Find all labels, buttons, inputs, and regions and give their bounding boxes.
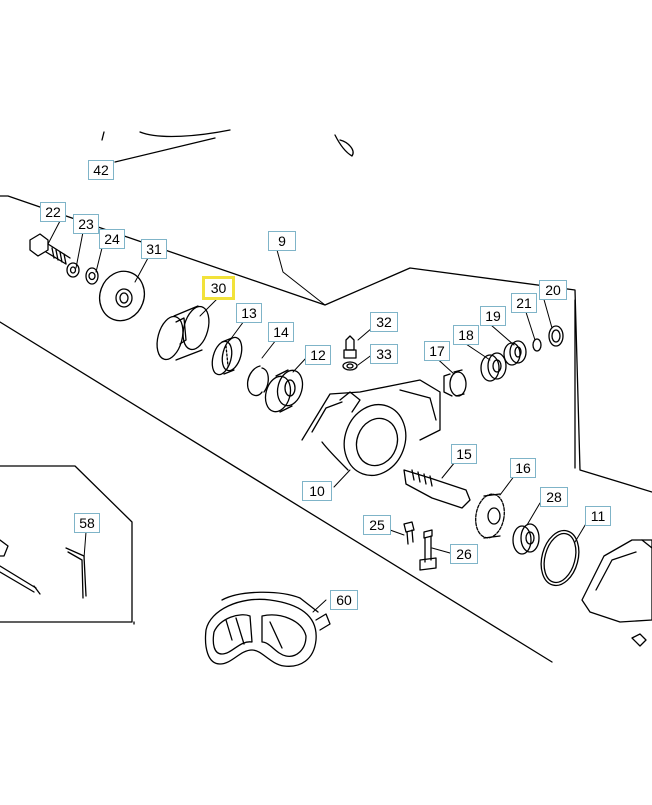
part-12-bearing — [264, 369, 304, 413]
callout-60[interactable]: 60 — [330, 590, 358, 610]
assembly-frame — [0, 195, 652, 663]
part-11-o-ring — [540, 529, 580, 587]
callout-33[interactable]: 33 — [370, 344, 398, 364]
part-32-grease-fitting — [343, 335, 357, 359]
leader-lines — [47, 220, 588, 613]
callout-10[interactable]: 10 — [302, 481, 332, 501]
callout-19[interactable]: 19 — [480, 306, 506, 326]
part-17-pinion-gear — [443, 369, 467, 397]
part-28-bearing — [512, 523, 540, 555]
part-22-bolt — [29, 233, 71, 265]
callout-13[interactable]: 13 — [236, 303, 262, 323]
top-fragment — [101, 129, 354, 163]
part-23-washer — [66, 262, 80, 278]
part-14-snap-ring — [246, 365, 269, 397]
callout-42[interactable]: 42 — [88, 160, 114, 180]
part-33-washer — [342, 361, 358, 371]
callout-31[interactable]: 31 — [141, 239, 167, 259]
callout-11[interactable]: 11 — [585, 506, 611, 526]
callout-22[interactable]: 22 — [40, 202, 66, 222]
callout-32[interactable]: 32 — [370, 312, 398, 332]
part-15-shaft — [403, 469, 471, 509]
part-60-goggles — [204, 591, 331, 667]
part-13-bearing — [211, 336, 243, 376]
callout-16[interactable]: 16 — [510, 458, 536, 478]
part-19-bearing — [503, 340, 527, 366]
part-25-bolt — [403, 521, 415, 545]
part-24-washer — [85, 267, 99, 285]
callout-14[interactable]: 14 — [268, 322, 294, 342]
callout-26[interactable]: 26 — [450, 544, 478, 564]
part-26-bolt — [419, 529, 437, 571]
callout-25[interactable]: 25 — [363, 515, 391, 535]
gear-cover — [581, 539, 652, 647]
part-16-gear — [475, 493, 505, 539]
callout-58[interactable]: 58 — [74, 513, 100, 533]
callout-23[interactable]: 23 — [73, 214, 99, 234]
callout-9[interactable]: 9 — [268, 231, 296, 251]
callout-15[interactable]: 15 — [451, 444, 477, 464]
part-21-washer — [532, 338, 542, 352]
callout-28[interactable]: 28 — [540, 487, 568, 507]
part-58-hex-key — [65, 547, 87, 599]
callout-20[interactable]: 20 — [539, 280, 567, 300]
part-20-snap-ring — [548, 325, 564, 347]
callout-12[interactable]: 12 — [305, 345, 331, 365]
callout-17[interactable]: 17 — [424, 341, 450, 361]
part-31-plate — [98, 270, 146, 322]
callout-24[interactable]: 24 — [99, 229, 125, 249]
part-30-clutch-drum — [156, 305, 210, 361]
callout-18[interactable]: 18 — [453, 325, 479, 345]
callout-21[interactable]: 21 — [511, 293, 537, 313]
part-10-gear-case — [301, 379, 441, 477]
part-18-bearing — [480, 352, 507, 382]
tool-rod — [0, 539, 41, 595]
callout-30-highlighted[interactable]: 30 — [202, 276, 235, 300]
